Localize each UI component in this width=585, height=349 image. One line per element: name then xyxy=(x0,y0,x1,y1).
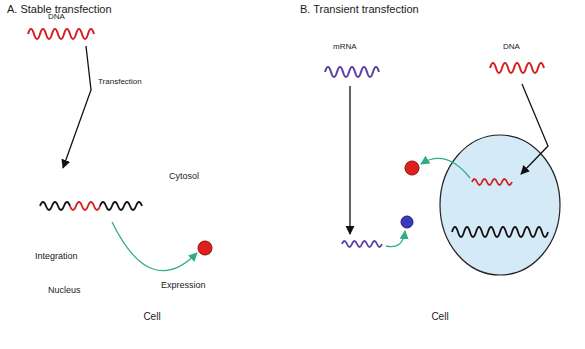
cell-label: Cell xyxy=(431,311,448,323)
protein-dot xyxy=(405,161,419,175)
protein-dot xyxy=(198,241,212,255)
episomal-dna xyxy=(472,179,512,185)
ellipse-shape xyxy=(300,108,580,330)
region-label: Nucleus xyxy=(48,285,81,295)
mrna-arrow xyxy=(349,86,350,234)
ellipse-shape xyxy=(9,107,295,333)
protein-dot xyxy=(401,216,413,228)
cell-outline: Cell xyxy=(300,108,580,330)
nucleus-outline xyxy=(440,135,560,275)
dna-strand xyxy=(28,29,94,39)
genomic-dna xyxy=(452,227,548,237)
process-label: Expression xyxy=(161,280,206,290)
ellipse-outline xyxy=(301,109,578,329)
molecule-label: DNA xyxy=(503,42,520,51)
ellipse-outline xyxy=(17,151,160,309)
molecule-label: mRNA xyxy=(333,42,357,51)
mrna-strand xyxy=(325,67,379,77)
dna-arrow xyxy=(521,84,548,174)
ellipse-shape xyxy=(16,150,160,310)
cell-label: Cell xyxy=(143,311,160,323)
genomic-dna xyxy=(40,202,70,210)
cell-outline: CytosolCellIntegrationNucleus xyxy=(9,107,295,333)
cytosolic-mrna xyxy=(342,241,382,247)
expression-arrow xyxy=(421,158,470,178)
process-label: Transfection xyxy=(98,77,142,86)
process-label: Integration xyxy=(35,251,78,261)
panel-heading: B. Transient transfection xyxy=(300,3,419,16)
molecule-label: DNA xyxy=(48,12,65,21)
transfection-arrow xyxy=(63,46,91,168)
translation-arrow xyxy=(386,231,405,247)
genomic-dna xyxy=(100,202,142,210)
integrated-dna xyxy=(70,202,100,210)
nucleus-outline: IntegrationNucleus xyxy=(16,150,160,310)
expression-arrow xyxy=(112,222,197,271)
dna-strand xyxy=(490,63,544,73)
region-label: Cytosol xyxy=(169,171,199,181)
ellipse-outline xyxy=(10,108,293,332)
